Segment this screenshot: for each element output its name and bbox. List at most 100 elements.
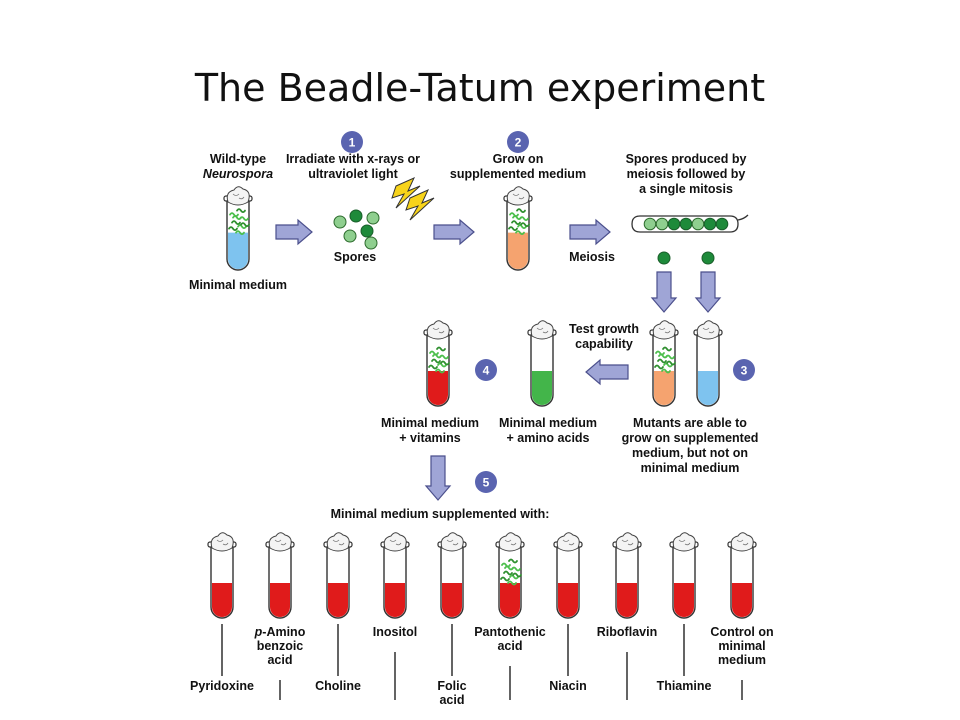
supplement-label: Pyridoxine [190, 679, 254, 693]
tube-supplement-9 [727, 532, 757, 619]
tube-mutant-supplemented [649, 320, 679, 407]
cotton-plug-icon [226, 186, 250, 206]
supplement-label: medium [718, 653, 766, 667]
tube-supplement-0 [207, 532, 237, 619]
tube-supplement-2 [323, 532, 353, 619]
tube-medium [617, 583, 637, 617]
tube-medium [558, 583, 578, 617]
label-test-growth-1: Test growth [569, 322, 639, 336]
tube-medium [532, 371, 552, 405]
arrow-meiosis [569, 218, 611, 246]
tube-supplement-5 [495, 532, 525, 619]
supplement-label: Inositol [373, 625, 417, 639]
cotton-plug-icon [530, 320, 554, 340]
spore-cluster [333, 209, 380, 250]
fungus-icon [428, 346, 450, 374]
tube-medium [228, 232, 248, 269]
isolated-spore-2 [701, 251, 715, 265]
supplement-label: Thiamine [657, 679, 712, 693]
tube-supplement-6 [553, 532, 583, 619]
arrow-test-growth [585, 358, 629, 386]
tube-medium [442, 583, 462, 617]
supplement-label: Control on [710, 625, 773, 639]
label-mm-amino-1: Minimal medium [499, 416, 597, 430]
step-badge-1: 1 [341, 131, 363, 153]
tube-medium [328, 583, 348, 617]
fungus-icon [654, 346, 676, 374]
tube-supplemented [503, 186, 533, 271]
tube-label-lines [221, 624, 743, 700]
cotton-plug-icon [426, 320, 450, 340]
tube-medium [428, 371, 448, 405]
cotton-plug-icon [672, 532, 696, 552]
isolated-spore-1 [657, 251, 671, 265]
label-mm-vitamins-1: Minimal medium [381, 416, 479, 430]
step-badge-5: 5 [475, 471, 497, 493]
tube-mm-vitamins [423, 320, 453, 407]
label-irradiate-1: Irradiate with x-rays or [286, 152, 420, 166]
tube-medium [212, 583, 232, 617]
arrow-down-spore-1 [650, 271, 678, 313]
cotton-plug-icon [326, 532, 350, 552]
supplement-label: minimal [718, 639, 765, 653]
tube-medium [654, 371, 674, 405]
supplement-label: acid [439, 693, 464, 707]
supplement-label: benzoic [257, 639, 304, 653]
fungus-icon [228, 208, 250, 235]
tube-medium [732, 583, 752, 617]
svg-text:1: 1 [349, 136, 356, 150]
label-neurospora: Neurospora [203, 167, 273, 181]
tube-supplement-3 [380, 532, 410, 619]
svg-text:4: 4 [483, 364, 490, 378]
cotton-plug-icon [696, 320, 720, 340]
lightning-icon [391, 177, 435, 221]
fungus-icon [508, 208, 530, 235]
label-mutants-4: minimal medium [641, 461, 740, 475]
label-spores-produced-3: a single mitosis [639, 182, 733, 196]
label-test-growth-2: capability [575, 337, 633, 351]
label-mutants-1: Mutants are able to [633, 416, 747, 430]
cotton-plug-icon [652, 320, 676, 340]
tube-supplement-4 [437, 532, 467, 619]
arrow-down-spore-2 [694, 271, 722, 313]
cotton-plug-icon [506, 186, 530, 206]
tube-medium [508, 232, 528, 269]
label-supplemented-with: Minimal medium supplemented with: [331, 507, 550, 521]
label-irradiate-2: ultraviolet light [308, 167, 398, 181]
svg-text:3: 3 [741, 364, 748, 378]
label-mm-amino-2: + amino acids [506, 431, 589, 445]
tube-mutant-minimal [693, 320, 723, 407]
fungus-icon [500, 558, 522, 586]
tube-supplement-1 [265, 532, 295, 619]
label-grow-2: supplemented medium [450, 167, 586, 181]
arrow-down-5 [424, 455, 452, 501]
cotton-plug-icon [210, 532, 234, 552]
cotton-plug-icon [498, 532, 522, 552]
label-spores-produced-2: meiosis followed by [627, 167, 746, 181]
step-badge-2: 2 [507, 131, 529, 153]
step-badge-4: 4 [475, 359, 497, 381]
supplement-label: acid [267, 653, 292, 667]
supplement-label: p-Amino [254, 625, 306, 639]
arrow-irradiate [275, 218, 313, 246]
cotton-plug-icon [615, 532, 639, 552]
label-meiosis: Meiosis [569, 250, 615, 264]
supplement-label: Choline [315, 679, 361, 693]
supplement-label: Pantothenic [474, 625, 546, 639]
label-minimal-medium: Minimal medium [189, 278, 287, 292]
cotton-plug-icon [556, 532, 580, 552]
tube-medium [385, 583, 405, 617]
arrow-grow [433, 218, 475, 246]
label-mutants-3: medium, but not on [632, 446, 748, 460]
tube-wild-type [223, 186, 253, 271]
tube-mm-amino [527, 320, 557, 407]
tube-medium [674, 583, 694, 617]
step-badge-3: 3 [733, 359, 755, 381]
svg-text:2: 2 [515, 136, 522, 150]
supplement-label: Niacin [549, 679, 587, 693]
ascus [631, 214, 749, 233]
cotton-plug-icon [730, 532, 754, 552]
tube-supplement-8 [669, 532, 699, 619]
label-mutants-2: grow on supplemented [622, 431, 759, 445]
tube-medium [698, 371, 718, 405]
